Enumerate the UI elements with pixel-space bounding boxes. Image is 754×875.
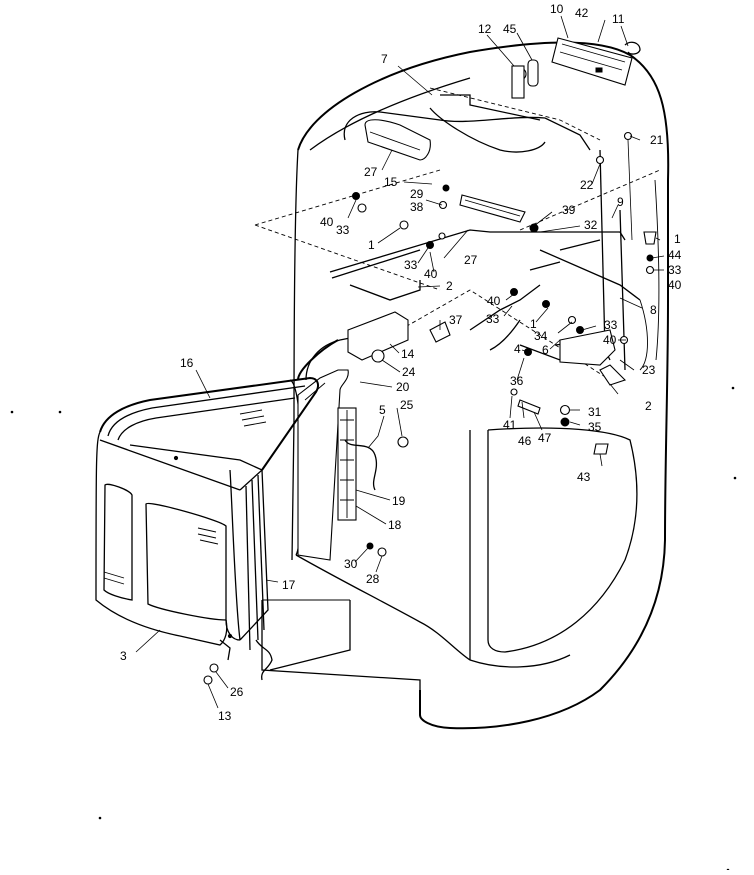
callout-27-mid: 27 <box>464 253 478 267</box>
callout-1-c: 1 <box>530 317 537 331</box>
callout-21: 21 <box>650 133 664 147</box>
callout-9: 9 <box>617 195 624 209</box>
callout-6: 6 <box>542 343 549 357</box>
callout-40-d: 40 <box>487 294 501 308</box>
callout-8: 8 <box>650 303 657 317</box>
callout-35: 35 <box>588 420 602 434</box>
cab-body <box>254 41 670 730</box>
callout-39: 39 <box>562 203 576 217</box>
callout-23: 23 <box>642 363 656 377</box>
callout-10: 10 <box>550 2 564 16</box>
callout-47: 47 <box>538 431 552 445</box>
callout-40-b: 40 <box>424 267 438 281</box>
callout-26: 26 <box>230 685 244 699</box>
callout-17: 17 <box>282 578 296 592</box>
hardware <box>203 59 657 685</box>
callout-43: 43 <box>577 470 591 484</box>
rear-work-light <box>551 37 641 86</box>
callout-31: 31 <box>588 405 602 419</box>
callout-40-c: 40 <box>668 278 682 292</box>
callout-34: 34 <box>534 329 548 343</box>
leader-lines <box>135 15 665 709</box>
callout-46: 46 <box>518 434 532 448</box>
callout-36: 36 <box>510 374 524 388</box>
callout-33-d: 33 <box>486 312 500 326</box>
side-window-assembly <box>95 376 319 681</box>
callout-41: 41 <box>503 418 517 432</box>
callout-14: 14 <box>401 347 415 361</box>
scan-specks <box>10 386 737 872</box>
callout-28: 28 <box>366 572 380 586</box>
callout-15: 15 <box>384 175 398 189</box>
callout-38: 38 <box>410 200 424 214</box>
callout-40-a: 40 <box>320 215 334 229</box>
callout-22: 22 <box>580 178 594 192</box>
callout-3: 3 <box>120 649 127 663</box>
callout-4: 4 <box>514 342 521 356</box>
callout-13: 13 <box>218 709 232 723</box>
callout-33-b: 33 <box>404 258 418 272</box>
callout-18: 18 <box>388 518 402 532</box>
mounting-bracket <box>347 311 627 386</box>
callout-1-b: 1 <box>674 232 681 246</box>
callout-24: 24 <box>402 365 416 379</box>
rear-panel <box>297 339 378 561</box>
callout-37: 37 <box>449 313 463 327</box>
callout-30: 30 <box>344 557 358 571</box>
callout-12: 12 <box>478 22 492 36</box>
front-work-light <box>364 119 431 161</box>
callout-29: 29 <box>410 187 424 201</box>
callout-19: 19 <box>392 494 406 508</box>
callout-32: 32 <box>584 218 598 232</box>
callout-33-c: 33 <box>668 263 682 277</box>
callout-20: 20 <box>396 380 410 394</box>
callout-27-top: 27 <box>364 165 378 179</box>
callout-25: 25 <box>400 398 414 412</box>
callout-33-e: 33 <box>604 318 618 332</box>
callout-labels: 7 12 45 10 42 11 21 27 15 29 38 22 9 39 … <box>120 2 682 723</box>
interior-light <box>459 194 526 223</box>
callout-44: 44 <box>668 248 682 262</box>
callout-1-a: 1 <box>368 238 375 252</box>
callout-45: 45 <box>503 22 517 36</box>
callout-16: 16 <box>180 356 194 370</box>
callout-7: 7 <box>381 52 388 66</box>
callout-2-b: 2 <box>645 399 652 413</box>
callout-42: 42 <box>575 6 589 20</box>
callout-33-a: 33 <box>336 223 350 237</box>
callout-5: 5 <box>379 403 386 417</box>
callout-40-e: 40 <box>603 333 617 347</box>
callout-2-a: 2 <box>446 279 453 293</box>
callout-11: 11 <box>612 12 625 26</box>
